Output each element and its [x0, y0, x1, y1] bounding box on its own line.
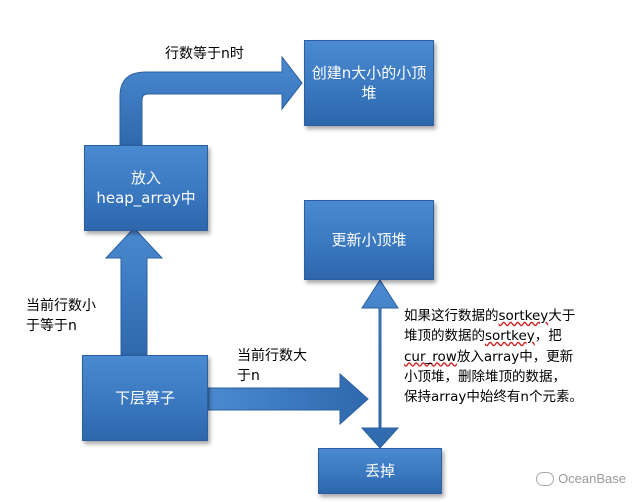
update-heap-box: 更新小顶堆: [304, 200, 434, 280]
rows-le-n-label: 当前行数小 于等于n: [26, 296, 96, 337]
note-line-4: 小顶堆，删除堆顶的数据，: [404, 368, 566, 385]
rows-equal-n-label: 行数等于n时: [165, 46, 244, 62]
arrow-update-discard: [360, 279, 400, 449]
create-heap-box: 创建n大小的小顶堆: [304, 40, 434, 126]
lower-operator-box: 下层算子: [82, 355, 208, 441]
watermark-text: OceanBase: [558, 471, 626, 486]
explanation-note: 如果这行数据的sortkey大于 堆顶的数据的sortkey，把 cur_row…: [404, 306, 583, 407]
rows-gt-n-line1: 当前行数大: [237, 348, 307, 364]
rows-le-n-line2: 于等于n: [26, 318, 77, 335]
arrow-to-put-into: [104, 227, 164, 356]
put-into-box: 放入 heap_array中: [84, 145, 208, 231]
update-heap-label: 更新小顶堆: [331, 230, 407, 249]
rows-gt-n-line2: 于n: [237, 368, 260, 385]
discard-label: 丢掉: [364, 461, 395, 480]
create-heap-label: 创建n大小的小顶堆: [311, 63, 427, 102]
arrow-to-create-heap: [119, 55, 303, 146]
put-into-label-line1: 放入: [130, 168, 161, 187]
discard-box: 丢掉: [318, 448, 442, 494]
lower-operator-label: 下层算子: [114, 388, 175, 407]
arrow-to-discard-line: [207, 372, 369, 426]
note-line-3: cur_row放入array中，更新: [404, 348, 574, 365]
put-into-label-line2: heap_array中: [96, 189, 196, 207]
wechat-icon: [536, 471, 555, 486]
watermark: OceanBase: [536, 471, 626, 486]
rows-gt-n-label: 当前行数大 于n: [237, 346, 307, 387]
note-line-2: 堆顶的数据的sortkey，把: [404, 328, 562, 345]
rows-le-n-line1: 当前行数小: [26, 298, 96, 314]
note-line-1: 如果这行数据的sortkey大于: [404, 308, 576, 324]
note-line-5: 保持array中始终有n个元素。: [404, 389, 583, 405]
